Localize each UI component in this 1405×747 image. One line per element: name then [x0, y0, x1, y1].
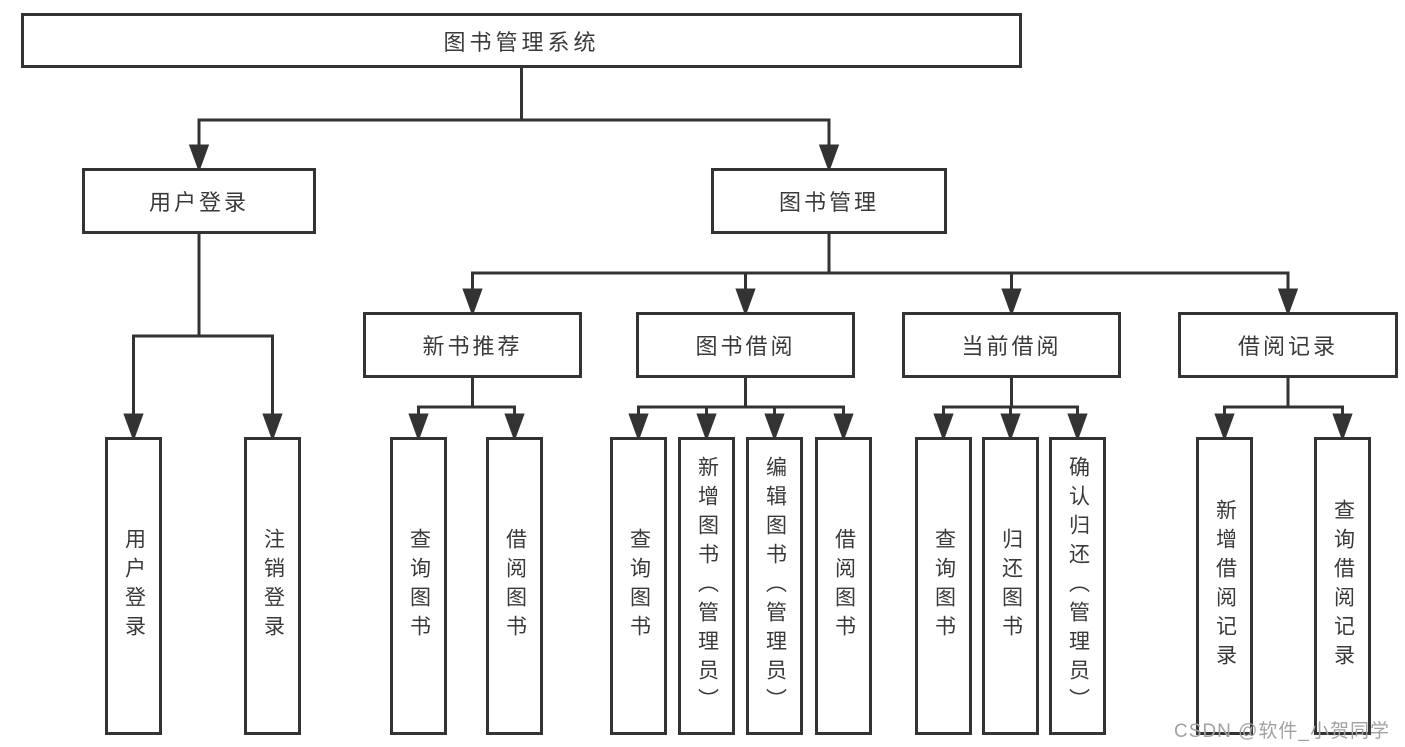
node-label: 新增借阅记录	[1213, 499, 1237, 673]
connector-user-login-children	[123, 233, 283, 442]
node-label: 图书管理系统	[443, 29, 600, 55]
arrowhead-icon	[818, 144, 840, 173]
node-label: 用户登录	[148, 190, 249, 215]
node-book-borrow: 图书借阅	[636, 312, 855, 378]
arrowhead-icon	[1000, 413, 1021, 442]
node-label: 新书推荐	[422, 334, 523, 359]
arrowhead-icon	[628, 413, 649, 442]
node-label: 编辑图书（管理员）	[763, 455, 787, 717]
node-label: 归还图书	[999, 528, 1023, 644]
arrowhead-icon	[735, 288, 756, 317]
connector-root-to-level2	[188, 68, 840, 173]
node-label: 借阅图书	[832, 528, 856, 644]
node-leaf-add-borrow-record: 新增借阅记录	[1196, 437, 1253, 735]
arrowhead-icon	[833, 413, 854, 442]
node-label: 图书管理	[778, 190, 879, 215]
node-label: 图书借阅	[695, 334, 796, 359]
arrowhead-icon	[1067, 413, 1088, 442]
node-borrow-record: 借阅记录	[1178, 312, 1398, 378]
node-leaf-user-login: 用户登录	[105, 437, 162, 735]
node-label: 查询借阅记录	[1331, 499, 1355, 673]
arrowhead-icon	[696, 413, 717, 442]
node-label: 查询图书	[407, 528, 431, 644]
node-leaf-borrow-book-1: 借阅图书	[486, 437, 543, 735]
node-leaf-borrow-book-2: 借阅图书	[815, 437, 872, 735]
connector-borrow-record-children	[1214, 378, 1353, 442]
node-library-management-system: 图书管理系统	[21, 13, 1022, 68]
node-label: 注销登录	[261, 528, 285, 644]
arrowhead-icon	[262, 413, 283, 442]
arrowhead-icon	[123, 413, 144, 442]
node-label: 当前借阅	[961, 334, 1062, 359]
connector-current-borrow-children	[933, 378, 1088, 442]
node-book-management: 图书管理	[711, 168, 947, 234]
arrowhead-icon	[1001, 288, 1022, 317]
node-new-book-recommend: 新书推荐	[363, 312, 582, 378]
connector-new-book-children	[408, 378, 525, 442]
node-leaf-query-book-3: 查询图书	[915, 437, 972, 735]
node-leaf-query-book-2: 查询图书	[610, 437, 667, 735]
arrowhead-icon	[764, 413, 785, 442]
node-leaf-query-borrow-record: 查询借阅记录	[1314, 437, 1371, 735]
arrowhead-icon	[1332, 413, 1353, 442]
node-label: 新增图书（管理员）	[695, 455, 719, 717]
node-label: 确认归还（管理员）	[1066, 455, 1090, 717]
arrowhead-icon	[504, 413, 525, 442]
node-user-login: 用户登录	[82, 168, 316, 234]
node-leaf-add-book-admin: 新增图书（管理员）	[678, 437, 735, 735]
arrowhead-icon	[188, 144, 210, 173]
arrowhead-icon	[933, 413, 954, 442]
node-leaf-query-book-1: 查询图书	[390, 437, 447, 735]
node-label: 查询图书	[932, 528, 956, 644]
node-leaf-logout: 注销登录	[244, 437, 301, 735]
arrowhead-icon	[1277, 288, 1299, 317]
node-leaf-return-book: 归还图书	[982, 437, 1039, 735]
node-leaf-edit-book-admin: 编辑图书（管理员）	[746, 437, 803, 735]
connector-book-borrow-children	[628, 378, 854, 442]
node-label: 借阅图书	[503, 528, 527, 644]
connector-book-management-sections	[462, 233, 1299, 317]
node-label: 借阅记录	[1237, 334, 1338, 359]
arrowhead-icon	[408, 413, 429, 442]
node-label: 查询图书	[627, 528, 651, 644]
node-current-borrow: 当前借阅	[902, 312, 1121, 378]
arrowhead-icon	[1214, 413, 1235, 442]
watermark: CSDN @软件_小贺同学	[1174, 721, 1390, 742]
node-label: 用户登录	[122, 528, 146, 644]
arrowhead-icon	[462, 288, 483, 317]
node-leaf-confirm-return-admin: 确认归还（管理员）	[1049, 437, 1106, 735]
